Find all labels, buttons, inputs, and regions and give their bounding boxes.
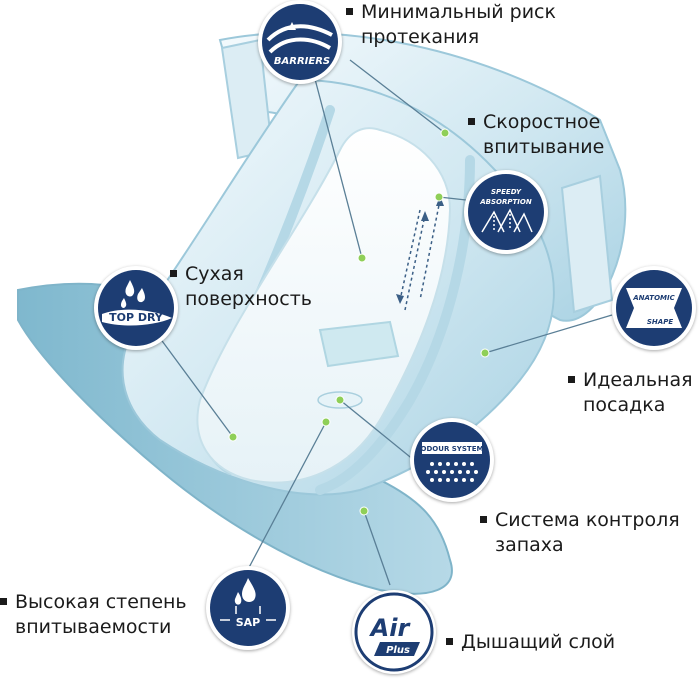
speedy-absorption-icon	[481, 208, 533, 233]
absorption-arrows	[399, 199, 441, 311]
anatomic-shape-icon	[626, 288, 682, 328]
callout-airplus-line1: Дышащий слой	[461, 631, 616, 653]
callout-anatomic-line1: Идеальная	[583, 369, 693, 391]
leader-dots	[228, 128, 490, 516]
odour-badge-label: ODOUR SYSTEM	[421, 445, 484, 453]
speedy-badge-label-1: SPEEDY	[491, 188, 522, 196]
callout-topdry-line2: поверхность	[185, 288, 312, 310]
callout-odour: Система контроля запаха	[480, 508, 680, 558]
sap-badge: SAP	[206, 566, 290, 650]
anatomic-shape-badge: ANATOMIC SHAPE	[612, 266, 696, 350]
speedy-absorption-badge: SPEEDY ABSORPTION	[464, 170, 548, 254]
callout-sap-line1: Высокая степень	[15, 591, 187, 613]
callout-speedy: Скоростное впитывание	[468, 110, 604, 160]
air-plus-icon	[374, 642, 420, 656]
air-plus-badge-label-2: Plus	[386, 645, 410, 656]
top-dry-badge: TOP DRY	[94, 266, 178, 350]
odour-system-badge: ODOUR SYSTEM	[410, 418, 494, 502]
callout-speedy-line1: Скоростное	[483, 111, 601, 133]
odour-pad	[318, 320, 400, 368]
callout-airplus: Дышащий слой	[446, 630, 615, 655]
absorbent-core	[196, 127, 452, 484]
callout-anatomic-line2: посадка	[583, 394, 666, 416]
bullet-icon	[480, 516, 487, 523]
right-barrier	[315, 155, 475, 495]
barriers-badge: BARRIERS	[258, 0, 342, 84]
speedy-badge-label-2: ABSORPTION	[479, 198, 532, 206]
bullet-icon	[346, 8, 353, 15]
callout-anatomic: Идеальная посадка	[568, 368, 693, 418]
barriers-badge-label: BARRIERS	[274, 56, 330, 67]
callout-topdry: Сухая поверхность	[170, 262, 312, 312]
callout-barriers-line2: протекания	[361, 26, 480, 48]
leader-lines	[153, 59, 613, 586]
bullet-icon	[446, 638, 453, 645]
air-plus-badge: Air Plus	[352, 590, 436, 674]
callout-odour-line2: запаха	[495, 534, 564, 556]
bullet-icon	[568, 376, 575, 383]
sap-badge-label: SAP	[236, 616, 261, 629]
air-plus-badge-label-1: Air	[369, 614, 412, 642]
odour-system-icon	[426, 462, 478, 482]
sap-icon	[234, 578, 256, 605]
bullet-icon	[170, 270, 177, 277]
anatomic-badge-label-1: ANATOMIC	[632, 294, 675, 302]
callout-sap: Высокая степень впитываемости	[0, 590, 187, 640]
anatomic-badge-label-2: SHAPE	[647, 318, 673, 326]
top-dry-icon	[120, 280, 145, 308]
callout-odour-line1: Система контроля	[495, 509, 680, 531]
top-dry-badge-label: TOP DRY	[109, 311, 164, 324]
callout-barriers: Минимальный риск протекания	[346, 0, 556, 50]
callout-speedy-line2: впитывание	[483, 136, 605, 158]
callout-barriers-line1: Минимальный риск	[361, 1, 556, 23]
bullet-icon	[0, 598, 7, 605]
bullet-icon	[468, 118, 475, 125]
callout-sap-line2: впитываемости	[15, 616, 172, 638]
callout-topdry-line1: Сухая	[185, 263, 244, 285]
